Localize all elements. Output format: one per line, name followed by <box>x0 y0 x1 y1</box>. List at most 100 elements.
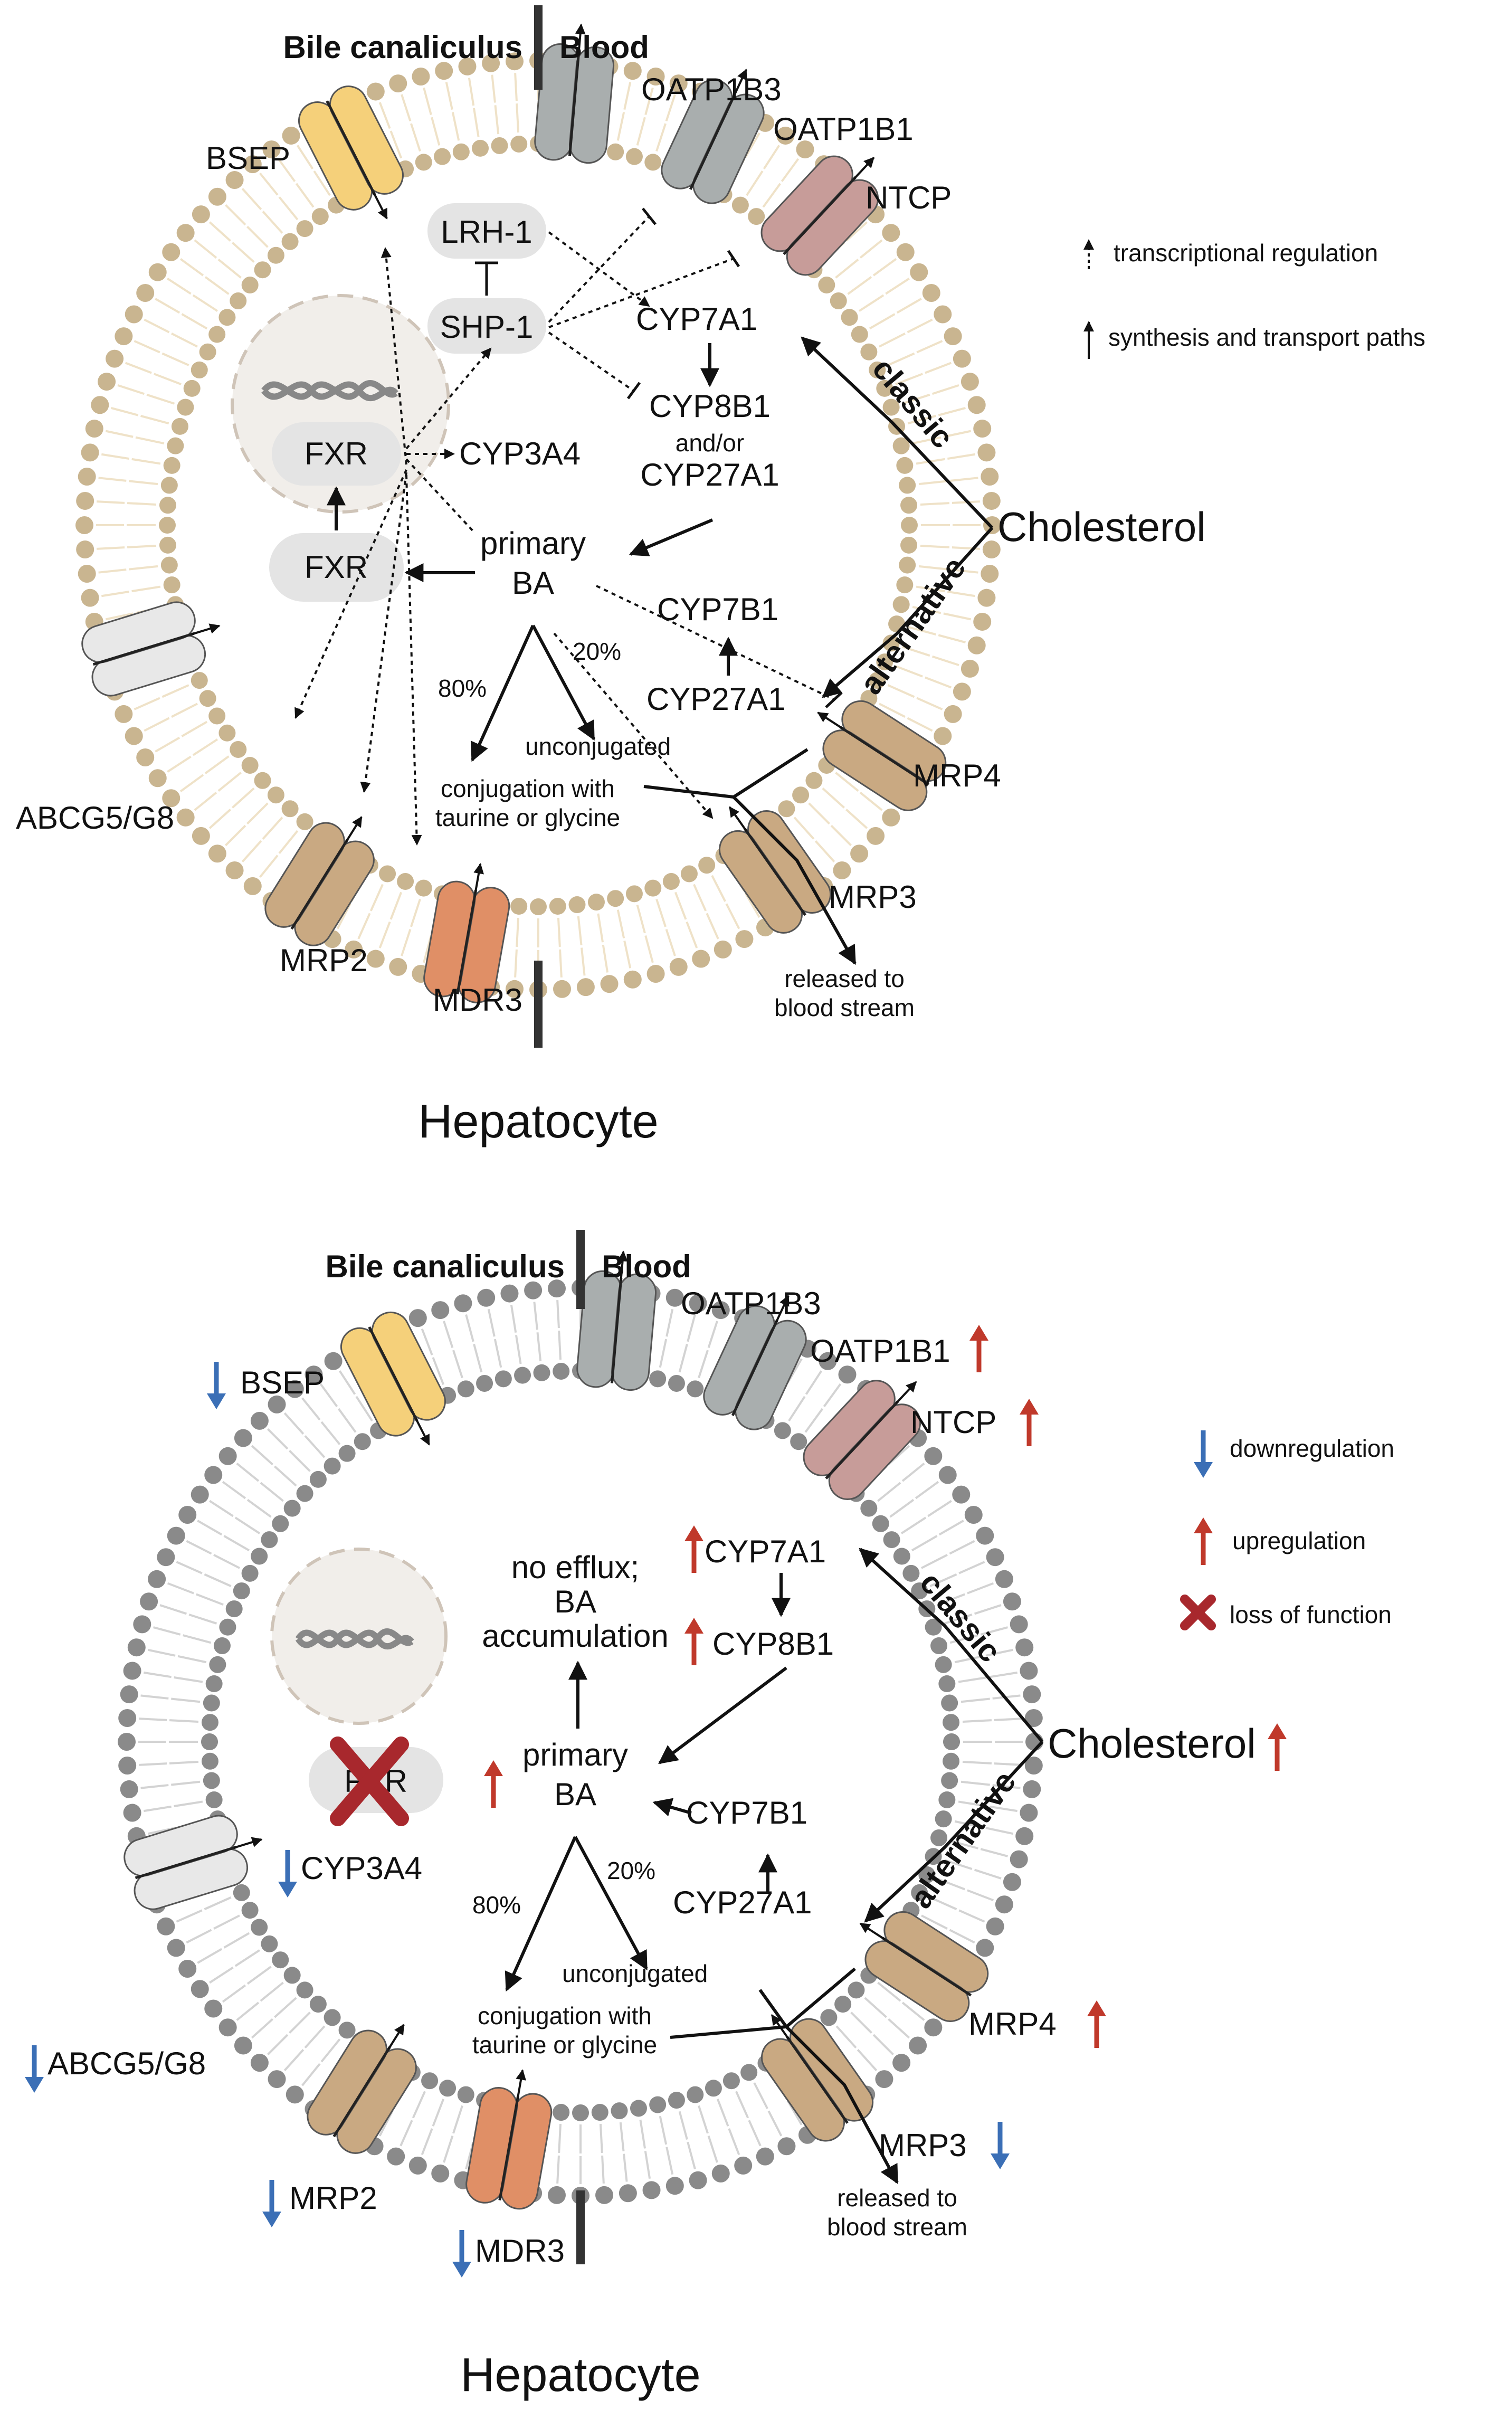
lipid-tail <box>925 676 952 689</box>
lipid-head <box>204 1999 223 2018</box>
lipid-tail <box>698 1350 709 1379</box>
lipid-head <box>876 379 893 397</box>
lipid-head <box>892 596 910 613</box>
lipid-tail <box>277 158 296 182</box>
lipid-tail <box>225 824 246 847</box>
lipid-tail <box>845 221 868 242</box>
top-oatp1b3-label: OATP1B3 <box>641 72 782 107</box>
lipid-head <box>553 980 572 998</box>
lipid-tail <box>659 1339 668 1368</box>
lipid-tail <box>473 108 480 137</box>
top-oatp1b1-transporter-icon <box>661 69 765 204</box>
lipid-tail <box>260 1482 284 1502</box>
lipid-head <box>98 373 116 391</box>
top-lrh1-label: LRH-1 <box>441 214 532 250</box>
lipid-head <box>952 1485 971 1504</box>
lipid-tail <box>937 1593 965 1606</box>
lipid-head <box>241 1902 259 1919</box>
lipid-tail <box>97 500 125 504</box>
lipid-head <box>883 1531 900 1549</box>
lipid-tail <box>859 239 883 259</box>
lipid-tail <box>186 1540 212 1555</box>
lipid-head <box>981 564 999 583</box>
lipid-head <box>192 827 210 845</box>
lipid-head <box>938 1466 957 1484</box>
lipid-tail <box>473 1344 483 1373</box>
lipid-head <box>505 52 524 71</box>
lipid-head <box>882 808 900 827</box>
lipid-head <box>860 1500 878 1517</box>
lipid-head <box>324 2009 341 2026</box>
lipid-tail <box>127 544 157 548</box>
lipid-tail <box>916 585 945 593</box>
lipid-head <box>167 437 184 454</box>
lipid-tail <box>125 362 152 374</box>
lipid-tail <box>209 1966 234 1984</box>
bottom-conj-label-1: conjugation with <box>478 2002 652 2029</box>
lipid-tail <box>944 1614 973 1625</box>
lipid-head <box>183 379 201 397</box>
lipid-head <box>148 263 167 281</box>
lipid-tail <box>246 1498 272 1518</box>
cyp7a1-up-arrow-icon <box>684 1525 703 1573</box>
lipid-head <box>731 196 749 214</box>
top-legend-synthesis: synthesis and transport paths <box>1108 324 1425 351</box>
lipid-tail <box>129 480 158 486</box>
lipid-head <box>910 263 928 281</box>
lipid-tail <box>925 362 952 374</box>
lipid-head <box>530 898 547 915</box>
lipid-tail <box>443 2135 454 2163</box>
top-legend-transcriptional: transcriptional regulation <box>1114 239 1378 267</box>
lipid-head <box>120 1780 138 1798</box>
lipid-tail <box>877 1981 901 2002</box>
lipid-tail <box>259 172 279 196</box>
bottom-released-label-1: released to <box>837 2184 957 2212</box>
top-oatp1b1-label: OATP1B1 <box>773 111 914 147</box>
lipid-tail <box>980 1626 1008 1636</box>
lipid-head <box>533 1364 550 1381</box>
bottom-mdr3-label: MDR3 <box>475 2233 565 2269</box>
lipid-head <box>981 468 999 486</box>
lipid-head <box>1024 1709 1043 1727</box>
lipid-head <box>830 292 847 310</box>
bottom-cyp7a1-label: CYP7A1 <box>705 1534 826 1569</box>
lipid-head <box>415 879 432 897</box>
lipid-head <box>477 1288 496 1307</box>
lipid-head <box>454 1294 472 1313</box>
bottom-dna-icon <box>295 1628 414 1650</box>
lipid-head <box>944 327 962 346</box>
lipid-tail <box>181 720 208 737</box>
lipid-tail <box>793 817 815 840</box>
lipid-head <box>665 2177 684 2195</box>
lipid-tail <box>716 2099 729 2127</box>
lipid-head <box>286 2085 304 2104</box>
lipid-head <box>961 373 979 391</box>
lipid-tail <box>859 792 883 811</box>
lipid-head <box>922 284 940 302</box>
lipid-tail <box>990 1671 1017 1678</box>
lipid-head <box>943 1752 960 1770</box>
lipid-head <box>714 940 732 959</box>
lipid-head <box>397 872 414 890</box>
lipid-tail <box>423 87 432 115</box>
lipid-tail <box>208 221 231 242</box>
lipid-head <box>495 1370 512 1388</box>
lipid-head <box>1010 1615 1028 1634</box>
lipid-tail <box>161 352 189 366</box>
top-primary-ba-label-2: BA <box>512 565 554 601</box>
lipid-head <box>587 894 605 911</box>
lipid-tail <box>262 817 283 840</box>
lipid-head <box>705 2080 722 2097</box>
lipid-tail <box>556 1300 560 1329</box>
lipid-head <box>711 2164 730 2183</box>
lipid-head <box>899 556 916 574</box>
lipid-tail <box>808 802 830 825</box>
lipid-tail <box>950 477 978 482</box>
lipid-head <box>472 139 489 157</box>
lipid-head <box>160 477 178 494</box>
lipid-head <box>935 1656 952 1673</box>
lipid-tail <box>949 1634 978 1644</box>
lipid-tail <box>516 103 520 133</box>
lipid-tail <box>267 1428 289 1450</box>
lipid-head <box>338 1445 356 1462</box>
